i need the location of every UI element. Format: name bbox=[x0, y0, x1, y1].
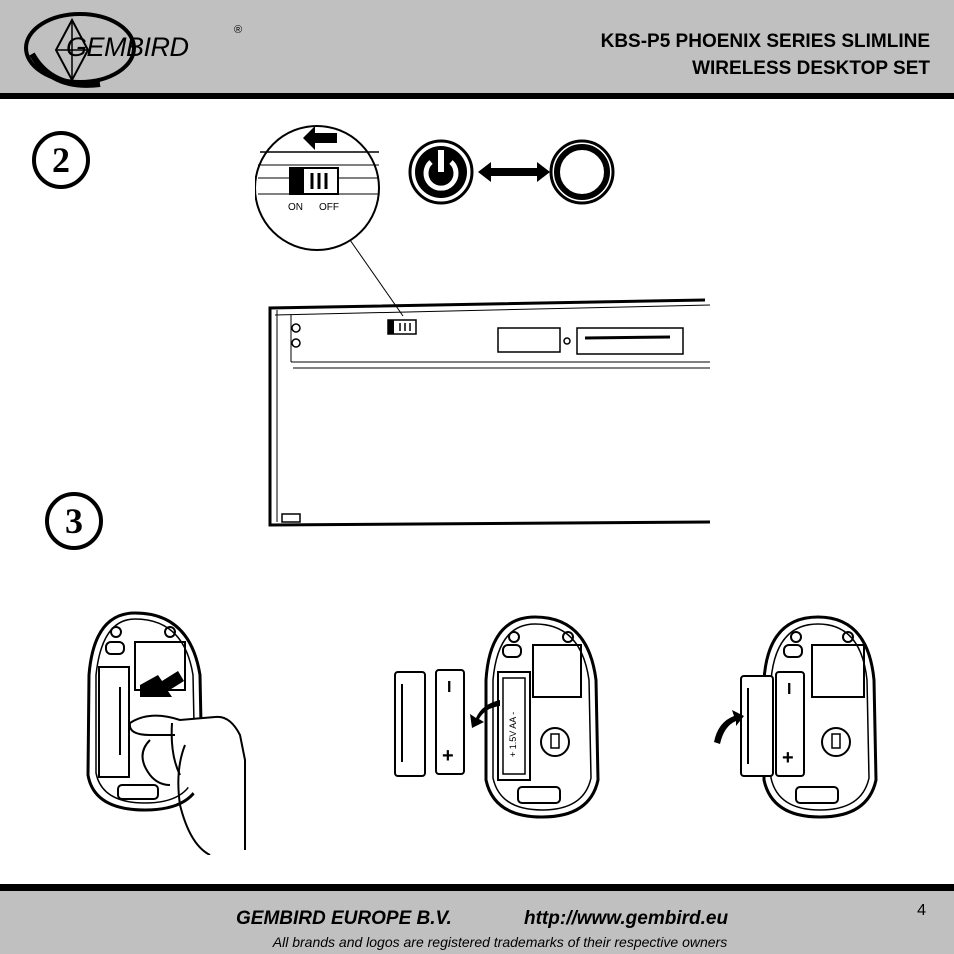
battery-minus-c: I bbox=[787, 681, 791, 698]
title-line-2: WIRELESS DESKTOP SET bbox=[692, 58, 930, 79]
hand-icon bbox=[128, 714, 246, 850]
arrow-left-icon bbox=[303, 126, 337, 150]
page-header: GEMBIRD ® KBS-P5 PHOENIX SERIES SLIMLINE… bbox=[0, 0, 954, 99]
step-3-badge: 3 bbox=[45, 492, 103, 550]
switch-on-label: ON bbox=[288, 202, 303, 213]
power-off-icon bbox=[549, 139, 615, 205]
gembird-logo bbox=[24, 12, 136, 88]
battery-plus: + bbox=[442, 745, 454, 767]
switch-off-label: OFF bbox=[319, 202, 339, 213]
power-on-icon bbox=[408, 139, 474, 205]
arrow-down-left-icon bbox=[140, 671, 184, 697]
step-2-badge: 2 bbox=[32, 131, 90, 189]
keyboard-power-switch-figure: ON OFF bbox=[255, 125, 711, 527]
logo-wordmark: GEMBIRD bbox=[66, 32, 189, 62]
trademark-notice: All brands and logos are registered trad… bbox=[272, 934, 728, 950]
curved-arrow-up-icon bbox=[714, 710, 744, 744]
double-arrow-icon bbox=[478, 162, 550, 182]
battery-plus-c: + bbox=[782, 747, 794, 769]
company-name: GEMBIRD EUROPE B.V. bbox=[236, 908, 452, 929]
mouse-insert-battery-figure: I + + 1.5V AA - bbox=[394, 615, 600, 819]
website-link[interactable]: http://www.gembird.eu bbox=[524, 908, 729, 929]
page-footer: GEMBIRD EUROPE B.V. http://www.gembird.e… bbox=[0, 884, 954, 954]
document-title: KBS-P5 PHOENIX SERIES SLIMLINE WIRELESS … bbox=[601, 28, 930, 82]
page-number: 4 bbox=[917, 902, 926, 919]
mouse-open-cover-figure bbox=[86, 611, 246, 855]
registered-mark: ® bbox=[234, 24, 243, 36]
title-line-1: KBS-P5 PHOENIX SERIES SLIMLINE bbox=[600, 31, 930, 52]
curved-arrow-icon bbox=[470, 700, 500, 728]
mouse-close-cover-figure: I + bbox=[714, 615, 878, 819]
battery-rating-label: + 1.5V AA - bbox=[508, 712, 518, 757]
battery-minus: I bbox=[447, 679, 451, 696]
battery-icon bbox=[435, 669, 465, 775]
